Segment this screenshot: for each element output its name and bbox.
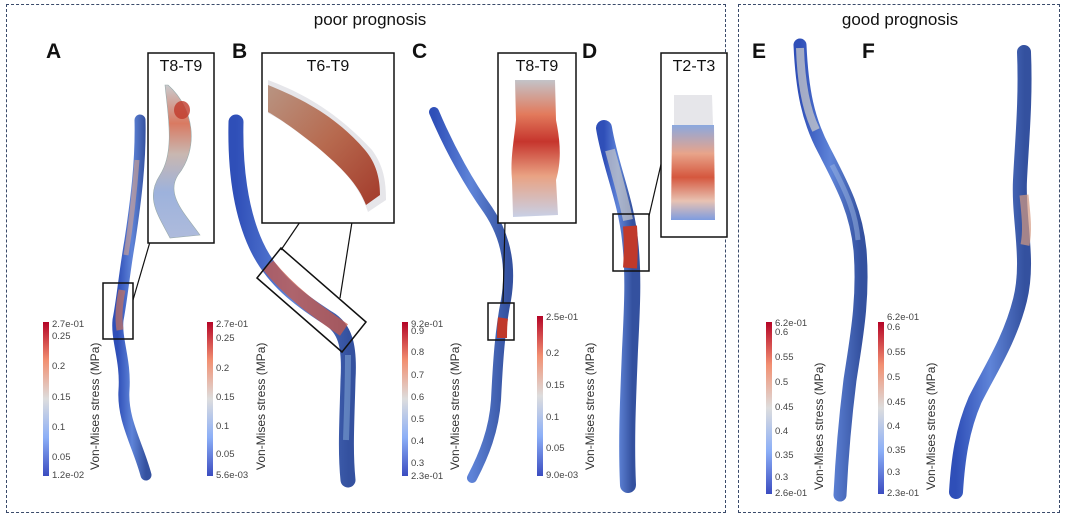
- vessel-f: [949, 45, 1032, 499]
- colorbar-f-ticks: 6.2e-01 0.6 0.55 0.5 0.45 0.4 0.35 0.3 2…: [887, 312, 920, 499]
- good-prognosis-title: good prognosis: [841, 10, 959, 29]
- roi-box-c: [487, 302, 515, 341]
- colorbar-c-title: Von-Mises stress (MPa): [448, 342, 462, 470]
- colorbar-e-min: 2.6e-01: [775, 488, 808, 499]
- panel-letter-a: A: [46, 40, 62, 63]
- panel-letter-b: B: [232, 40, 248, 63]
- panel-letter-e: E: [752, 40, 767, 63]
- colorbar-f-title: Von-Mises stress (MPa): [924, 362, 938, 490]
- colorbar-a-title: Von-Mises stress (MPa): [88, 342, 102, 470]
- colorbar-d: [537, 316, 543, 476]
- zoom-label-d: T2-T3: [672, 58, 716, 75]
- colorbar-c-ticks: 9.2e-01 0.9 0.8 0.7 0.6 0.5 0.4 0.3 2.3e…: [411, 319, 444, 482]
- panel-letter-f: F: [862, 40, 875, 63]
- colorbar-c-min: 2.3e-01: [411, 471, 444, 482]
- panel-letter-c: C: [412, 40, 428, 63]
- roi-box-d: [612, 213, 650, 272]
- vessel-d: [596, 120, 641, 493]
- poor-prognosis-box: [6, 4, 726, 513]
- colorbar-a-min: 1.2e-02: [52, 470, 85, 481]
- roi-box-a: [102, 282, 134, 340]
- roi-box-b: [255, 246, 368, 354]
- zoom-label-b: T6-T9: [306, 58, 350, 75]
- colorbar-e-ticks: 6.2e-01 0.6 0.55 0.5 0.45 0.4 0.35 0.3 2…: [775, 318, 808, 499]
- poor-prognosis-title: poor prognosis: [313, 10, 427, 29]
- colorbar-a: [43, 322, 49, 476]
- colorbar-d-ticks: 2.5e-01 0.2 0.15 0.1 0.05 9.0e-03: [546, 312, 579, 481]
- colorbar-d-min: 9.0e-03: [546, 470, 579, 481]
- vessel-e: [793, 38, 868, 502]
- colorbar-e-title: Von-Mises stress (MPa): [812, 362, 826, 490]
- good-prognosis-box: [738, 4, 1060, 513]
- colorbar-b-ticks: 2.7e-01 0.25 0.2 0.15 0.1 0.05 5.6e-03: [216, 319, 249, 481]
- colorbar-f-max: 6.2e-01: [887, 312, 920, 323]
- zoom-label-a: T8-T9: [159, 58, 203, 75]
- colorbar-e: [766, 322, 772, 494]
- colorbar-e-max: 6.2e-01: [775, 318, 808, 329]
- vessel-c: [429, 107, 514, 483]
- colorbar-f: [878, 322, 884, 494]
- colorbar-f-min: 2.3e-01: [887, 488, 920, 499]
- colorbar-a-ticks: 2.7e-01 0.25 0.2 0.15 0.1 0.05 1.2e-02: [52, 319, 85, 481]
- colorbar-b-max: 2.7e-01: [216, 319, 249, 330]
- panel-letter-d: D: [582, 40, 598, 63]
- vessel-b: [228, 114, 356, 488]
- colorbar-b-title: Von-Mises stress (MPa): [254, 342, 268, 470]
- colorbar-d-title: Von-Mises stress (MPa): [583, 342, 597, 470]
- colorbar-b: [207, 322, 213, 476]
- colorbar-c-max: 9.2e-01: [411, 319, 444, 330]
- colorbar-b-min: 5.6e-03: [216, 470, 249, 481]
- colorbar-a-max: 2.7e-01: [52, 319, 85, 330]
- vessel-a: [112, 114, 152, 481]
- colorbar-c: [402, 322, 408, 476]
- colorbar-d-max: 2.5e-01: [546, 312, 579, 323]
- zoom-label-c: T8-T9: [515, 58, 559, 75]
